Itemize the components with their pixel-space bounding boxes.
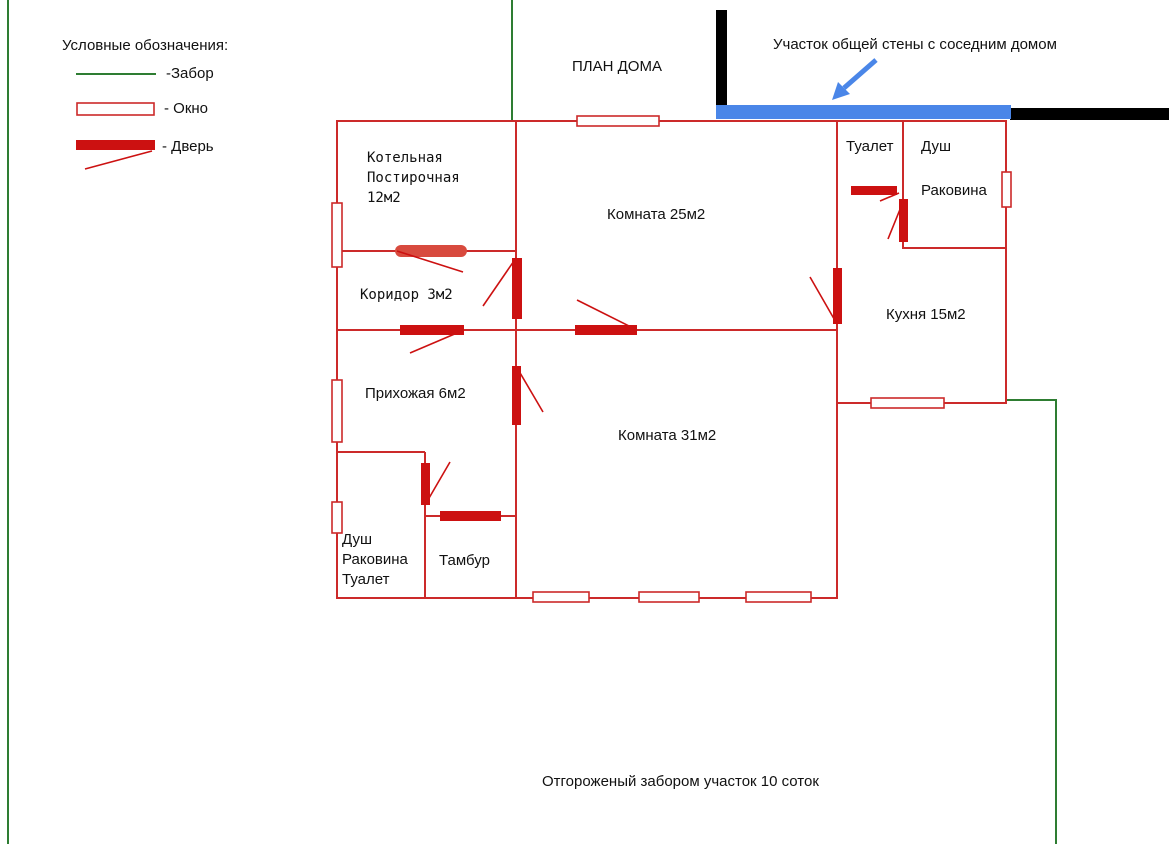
room-boiler-label: Котельная Постирочная 12м2 [367,150,460,206]
windows [331,115,1012,603]
door-swings [396,192,904,506]
window-bath [331,501,343,534]
window-bottom-1 [532,591,590,603]
door-room25-kitchen [833,268,842,324]
room-sink-label: Раковина [921,182,987,199]
legend-title: Условные обозначения: [62,37,229,54]
legend-fence-label: -Забор [166,65,214,82]
legend-window-label: - Окно [164,100,209,117]
window-bottom-2 [638,591,700,603]
room-hall-label: Прихожая 6м2 [365,385,466,402]
room-corridor-label: Коридор 3м2 [360,287,453,303]
window-hall [331,379,343,443]
door-boiler [395,245,467,257]
legend-samples [76,73,156,170]
legend-door-label: - Дверь [162,138,214,155]
door-bath [421,463,430,505]
room-toilet-label: Туалет [846,138,894,155]
window-bottom-3 [745,591,812,603]
room-kitchen-label: Кухня 15м2 [886,306,966,323]
door-room25-room31 [575,325,637,335]
window-top [576,115,660,127]
window-kitchen [870,397,945,409]
plan-title: ПЛАН ДОМА [572,58,662,75]
room-vestibule-label: Тамбур [439,552,490,569]
fence-right [1006,399,1057,844]
neighbor-wall-vertical [716,10,727,114]
room-25-label: Комната 25м2 [607,206,706,223]
door-hall-room31 [512,366,521,425]
window-shower [1001,171,1012,208]
shared-wall-arrow [832,58,878,100]
shared-wall-note: Участок общей стены с соседним домом [773,36,1057,53]
window-boiler [331,202,343,268]
shared-wall-segment [716,105,1011,119]
door-vestibule [440,511,501,521]
room-shower-label: Душ [921,138,952,155]
door-shower [899,199,908,242]
doors [395,186,908,521]
fence-lines [7,0,1057,844]
footer-note: Отгороженый забором участок 10 соток [542,773,819,790]
door-toilet [851,186,897,195]
door-corridor-room25 [512,258,522,319]
room-31-label: Комната 31м2 [618,427,717,444]
neighbor-wall-horizontal [1010,108,1169,120]
door-corridor-hall [400,325,464,335]
room-bath-label: Душ Раковина Туалет [342,531,408,588]
